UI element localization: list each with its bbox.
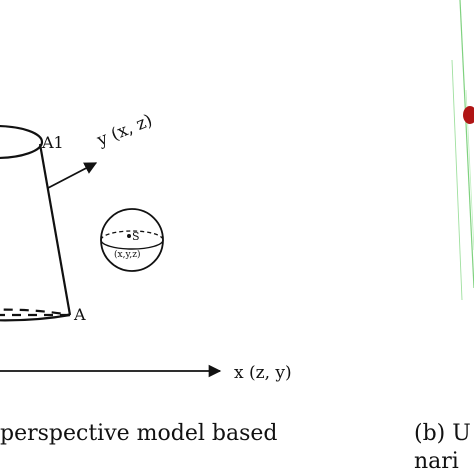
label-a1: A1	[41, 133, 64, 152]
caption-left: perspective model based	[0, 421, 277, 446]
red-object	[463, 106, 474, 124]
sphere-coords-label: (x,y,z)	[114, 249, 140, 260]
green-guide-line-2	[451, 59, 463, 301]
green-guide-line-1	[459, 0, 474, 289]
sphere-center-dot	[127, 234, 131, 238]
sphere-point-label: S	[132, 230, 140, 243]
x-axis-label: x (z, y)	[234, 363, 292, 383]
bottom-ellipse-front	[0, 313, 71, 322]
top-ellipse	[0, 124, 44, 160]
frustum-right-edge	[38, 143, 72, 316]
bottom-ellipse-back	[0, 308, 71, 317]
sphere	[100, 208, 164, 272]
right-panel-fragment	[451, 0, 474, 301]
label-a: A	[73, 305, 86, 324]
frustum	[0, 124, 72, 322]
caption-right-line2: nari	[414, 449, 459, 474]
y-axis-label: y (x, z)	[93, 111, 155, 152]
caption-right-line1: (b) U	[414, 421, 471, 446]
y-axis-arrow	[47, 162, 98, 189]
sphere-equator-front	[100, 239, 164, 250]
